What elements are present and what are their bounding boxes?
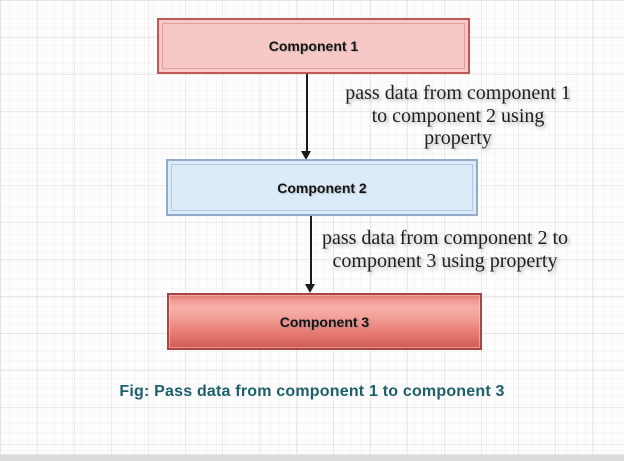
arrowhead-down-icon	[301, 151, 311, 160]
arrow-shaft	[310, 216, 312, 285]
arrow-shaft	[306, 74, 308, 152]
component-3-box: Component 3	[167, 293, 482, 350]
component-2-box: Component 2	[166, 159, 478, 216]
component-3-label: Component 3	[279, 313, 370, 330]
figure-caption: Fig: Pass data from component 1 to compo…	[119, 383, 505, 400]
arrow-1-label: pass data from component 1 to component …	[345, 82, 571, 149]
arrow-component1-to-component2	[301, 74, 312, 160]
bottom-window-edge	[0, 454, 624, 461]
arrow-2-label: pass data from component 2 to component …	[321, 227, 569, 272]
component-1-label: Component 1	[268, 38, 359, 54]
component-1-box: Component 1	[157, 18, 470, 74]
arrowhead-down-icon	[305, 284, 315, 293]
component-2-label: Component 2	[277, 179, 367, 196]
arrow-component2-to-component3	[305, 216, 316, 293]
